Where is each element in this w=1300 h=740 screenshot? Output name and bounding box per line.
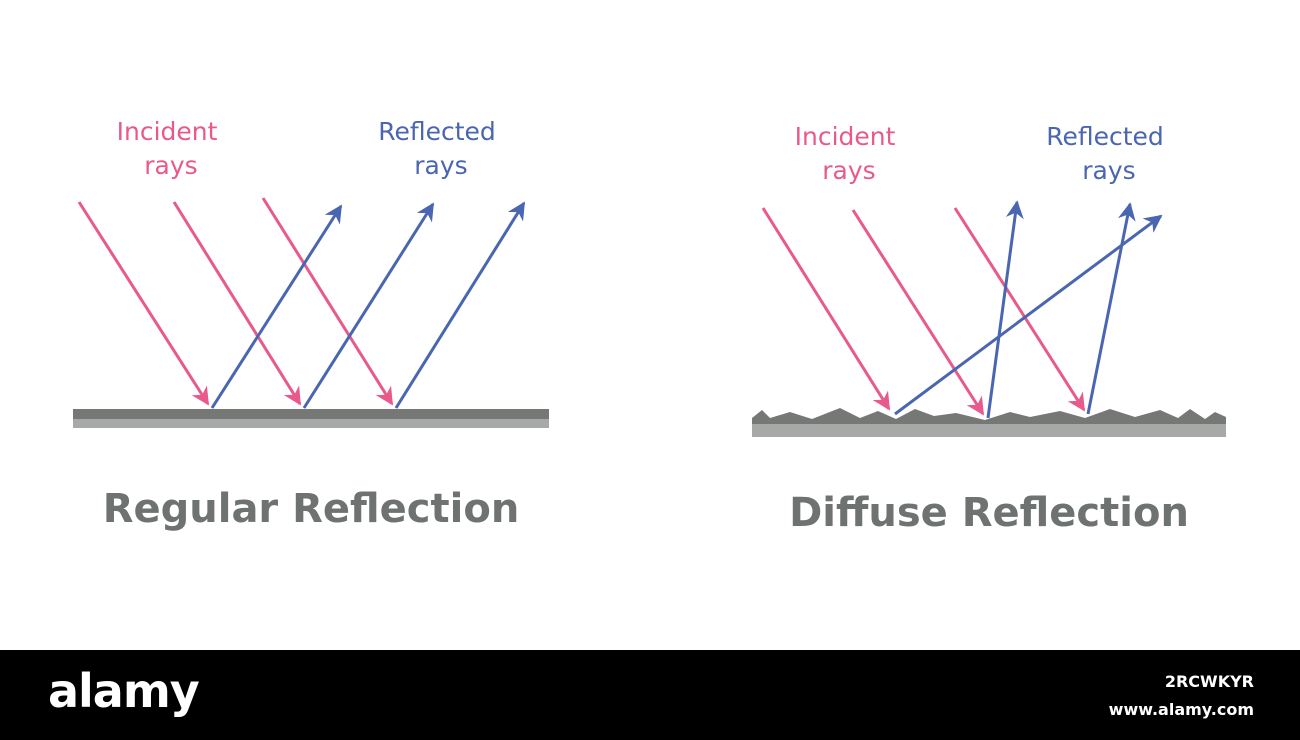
incident-ray — [261, 197, 394, 406]
incident-ray — [851, 209, 985, 416]
reflected-ray — [986, 200, 1024, 419]
incident-rays-label: Incident rays — [117, 117, 226, 180]
diffuse-reflection-caption: Diffuse Reflection — [789, 490, 1189, 536]
reflected-ray — [1086, 202, 1136, 415]
rough-surface-top — [752, 408, 1226, 424]
diffuse-reflection-panel: Incident rays Reflected rays Diffuse Ref… — [752, 122, 1226, 536]
smooth-surface-top — [73, 409, 549, 419]
regular-reflection-panel: Incident rays Reflected rays Regular Ref… — [73, 117, 549, 532]
incident-ray — [77, 201, 210, 406]
watermark-url: www.alamy.com — [1108, 700, 1254, 719]
smooth-surface-bottom — [73, 419, 549, 428]
incident-ray — [172, 201, 302, 406]
regular-reflection-caption: Regular Reflection — [103, 486, 520, 532]
image-id: 2RCWKYR — [1164, 672, 1254, 691]
alamy-logo: alamy — [48, 664, 200, 718]
watermark-bar: alamy 2RCWKYR www.alamy.com — [0, 650, 1300, 740]
incident-rays-label: Incident rays — [795, 122, 904, 185]
rough-surface-base — [752, 424, 1226, 437]
reflected-ray — [210, 204, 343, 409]
reflected-ray — [394, 201, 526, 409]
reflected-ray — [302, 202, 435, 409]
incident-ray — [761, 207, 891, 411]
reflection-diagram: Incident rays Reflected rays Regular Ref… — [73, 117, 1226, 536]
incident-ray — [953, 207, 1086, 412]
reflected-rays-label: Reflected rays — [1046, 122, 1172, 185]
reflected-ray — [894, 214, 1163, 416]
reflected-rays-label: Reflected rays — [378, 117, 504, 180]
